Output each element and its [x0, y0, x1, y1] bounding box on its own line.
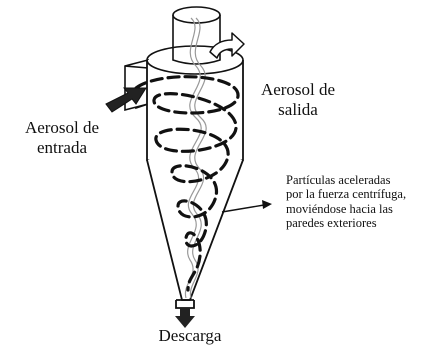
outlet-label-line-1: Aerosol de	[243, 80, 353, 100]
pointer-arrow-icon	[222, 200, 272, 212]
inlet-label-line-2: entrada	[8, 138, 116, 158]
discharge-label: Descarga	[145, 326, 235, 346]
particles-label-line-2: por la fuerza centrífuga,	[286, 187, 434, 201]
inlet-label-line-1: Aerosol de	[8, 118, 116, 138]
discharge-arrow-icon	[175, 308, 195, 328]
particles-label-line-4: paredes exteriores	[286, 216, 434, 230]
outlet-label: Aerosol de salida	[243, 80, 353, 119]
outlet-label-line-2: salida	[243, 100, 353, 120]
particles-label-line-1: Partículas aceleradas	[286, 173, 434, 187]
particles-label-line-3: moviéndose hacia las	[286, 202, 434, 216]
particles-label: Partículas aceleradas por la fuerza cent…	[286, 173, 434, 231]
inlet-label: Aerosol de entrada	[8, 118, 116, 157]
